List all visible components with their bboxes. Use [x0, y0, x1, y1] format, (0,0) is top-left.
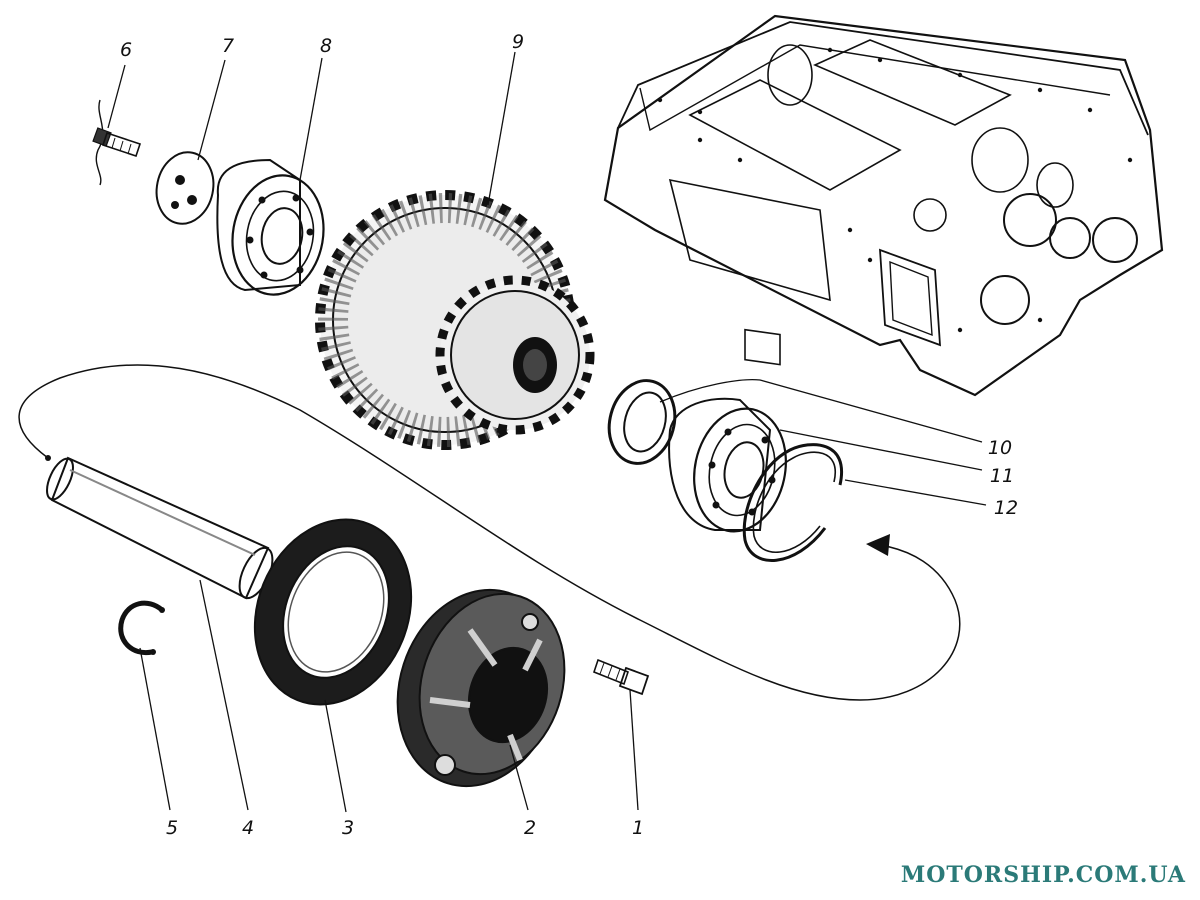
- bolt-1: [593, 658, 650, 696]
- arrow-icon: [866, 534, 890, 556]
- callout-10: 10: [988, 437, 1012, 459]
- callout-2: 2: [524, 817, 536, 839]
- seal-3: [253, 518, 413, 706]
- gearbox-housing: [603, 14, 1164, 397]
- bearing-8: [216, 158, 325, 296]
- callout-5: 5: [166, 817, 178, 839]
- callout-3: 3: [342, 817, 354, 839]
- bolt-6: [92, 99, 142, 186]
- bearing-11: [668, 397, 787, 533]
- callout-7: 7: [222, 35, 234, 57]
- callout-4: 4: [242, 817, 254, 839]
- lock-washer-7: [155, 151, 215, 225]
- cover-2: [396, 588, 566, 788]
- callout-12: 12: [994, 497, 1018, 519]
- seal-ring-10: [607, 379, 677, 465]
- callout-6: 6: [120, 39, 132, 61]
- callout-9: 9: [512, 31, 524, 53]
- leader-lines: [107, 51, 987, 813]
- retaining-ring-5: [118, 600, 165, 656]
- assembly-path: [18, 364, 961, 701]
- gear-block-9: [315, 190, 595, 450]
- callout-1: 1: [632, 817, 644, 839]
- callout-8: 8: [320, 35, 332, 57]
- snap-ring-12: [742, 443, 844, 562]
- shaft-4: [46, 456, 274, 600]
- watermark: MOTORSHIP.COM.UA: [900, 862, 1186, 888]
- callout-11: 11: [990, 465, 1014, 487]
- callout-numbers: 6 7 8 9 10 11 12 5 4 3 2 1: [120, 31, 1018, 839]
